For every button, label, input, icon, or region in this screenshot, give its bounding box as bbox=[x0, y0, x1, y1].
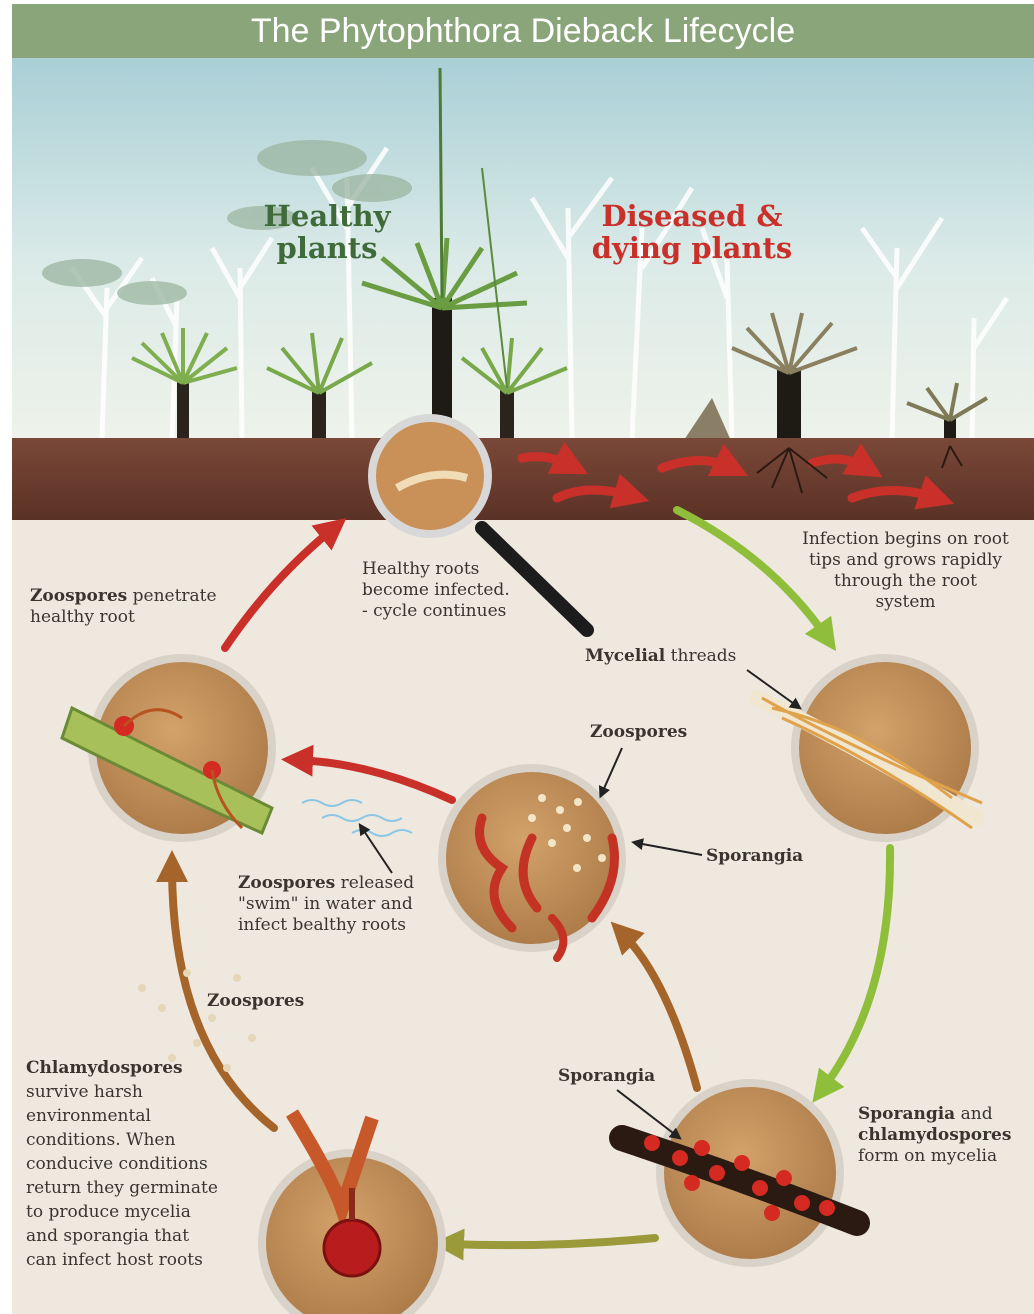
label-line: conducive conditions bbox=[26, 1152, 256, 1176]
label-sporangia-center: Sporangia bbox=[706, 846, 826, 867]
healthy-heading-line: plants bbox=[252, 232, 402, 264]
label-zoospores-penetrate: Zoospores penetrate healthy root bbox=[30, 586, 260, 628]
label-line: form on mycelia bbox=[858, 1146, 1034, 1167]
label-bold: Sporangia bbox=[558, 1066, 655, 1086]
label-line: to produce mycelia bbox=[26, 1200, 256, 1224]
lifecycle-scene: Healthy plants Diseased & dying plants H… bbox=[12, 58, 1034, 1314]
diseased-heading-line: dying plants bbox=[577, 232, 807, 264]
label-mycelial-threads: Mycelial threads bbox=[585, 646, 775, 667]
label-healthy-roots: Healthy roots become infected. - cycle c… bbox=[362, 559, 552, 622]
diseased-plants-heading: Diseased & dying plants bbox=[577, 200, 807, 264]
label-text: released bbox=[335, 873, 414, 893]
label-line: can infect host roots bbox=[26, 1248, 256, 1272]
label-line: Infection begins on root bbox=[777, 529, 1034, 550]
label-bold: Chlamydospores bbox=[26, 1058, 183, 1078]
healthy-heading-line: Healthy bbox=[252, 200, 402, 232]
diseased-heading-line: Diseased & bbox=[577, 200, 807, 232]
label-line: infect bealthy roots bbox=[238, 915, 458, 936]
label-bold: Zoospores bbox=[207, 991, 304, 1011]
label-zoospores-left: Zoospores bbox=[207, 991, 327, 1012]
label-line: system bbox=[777, 592, 1034, 613]
label-line: tips and grows rapidly bbox=[777, 550, 1034, 571]
label-bold: Mycelial bbox=[585, 646, 665, 666]
label-bold: Zoospores bbox=[590, 722, 687, 742]
label-line: through the root bbox=[777, 571, 1034, 592]
label-bold: Sporangia bbox=[706, 846, 803, 866]
label-line: conditions. When bbox=[26, 1128, 256, 1152]
label-text: and bbox=[955, 1104, 992, 1124]
label-bold: chlamydospores bbox=[858, 1125, 1011, 1145]
label-line: and sporangia that bbox=[26, 1224, 256, 1248]
sky bbox=[12, 58, 1034, 438]
label-bold: Zoospores bbox=[30, 586, 127, 606]
label-zoospores-released: Zoospores released "swim" in water and i… bbox=[238, 873, 458, 936]
label-line: return they germinate bbox=[26, 1176, 256, 1200]
healthy-plants-heading: Healthy plants bbox=[252, 200, 402, 264]
label-line: healthy root bbox=[30, 607, 260, 628]
label-text: penetrate bbox=[127, 586, 216, 606]
label-line: become infected. bbox=[362, 580, 552, 601]
label-sporangia-chlamydospores: Sporangia and chlamydospores form on myc… bbox=[858, 1104, 1034, 1167]
label-line: - cycle continues bbox=[362, 601, 552, 622]
label-line: environmental bbox=[26, 1104, 256, 1128]
label-line: Healthy roots bbox=[362, 559, 552, 580]
label-bold: Sporangia bbox=[858, 1104, 955, 1124]
label-chlamydospores: Chlamydospores survive harsh environment… bbox=[26, 1056, 256, 1272]
label-text: threads bbox=[665, 646, 736, 666]
label-zoospores-center: Zoospores bbox=[590, 722, 700, 743]
soil-band bbox=[12, 438, 1034, 520]
label-line: survive harsh bbox=[26, 1080, 256, 1104]
label-infection-begins: Infection begins on root tips and grows … bbox=[777, 529, 1034, 613]
diagram-title: The Phytophthora Dieback Lifecycle bbox=[12, 4, 1034, 58]
label-sporangia-bottom: Sporangia bbox=[558, 1066, 668, 1087]
label-bold: Zoospores bbox=[238, 873, 335, 893]
label-line: "swim" in water and bbox=[238, 894, 458, 915]
